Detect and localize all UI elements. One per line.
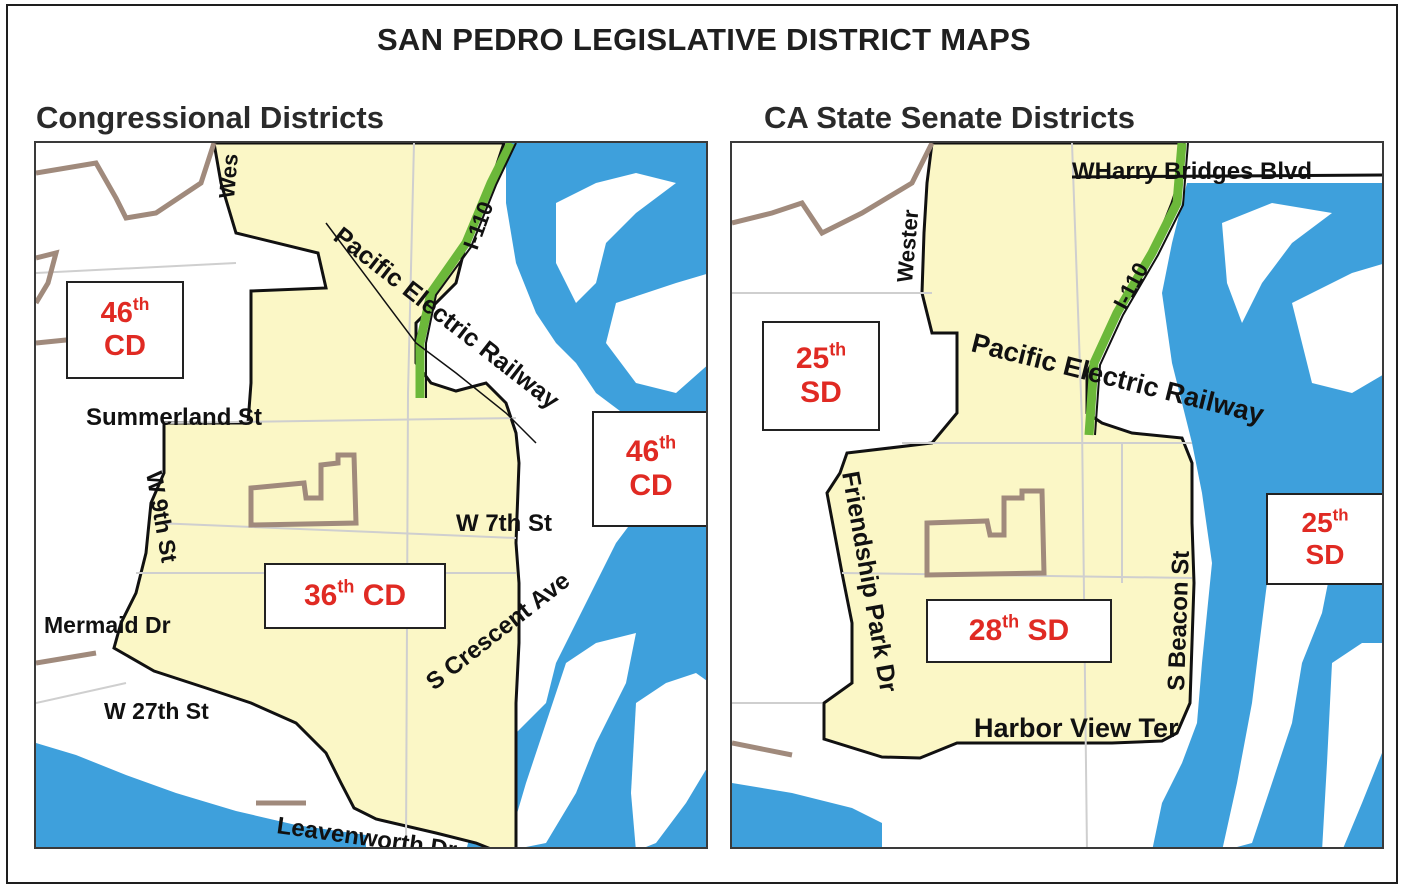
street-harbor-view: Harbor View Ter [974,713,1179,743]
street-w27th: W 27th St [104,698,209,724]
label-number: 28 [968,613,1003,647]
street-western: Wes [214,153,243,200]
pier-land [1222,533,1332,847]
i110-freeway [415,143,516,398]
label-number: 25 [795,341,830,375]
label-unit: SD [800,376,842,409]
label-suffix: th [659,431,677,452]
label-unit: CD [104,330,146,362]
street-mermaid: Mermaid Dr [44,612,171,638]
ocean-water [732,783,882,847]
harry-bridges-line [1071,173,1382,179]
label-unit: CD [629,469,673,502]
label-unit: SD [1027,613,1070,647]
label-number: 36 [303,578,338,612]
pier-land [556,173,676,303]
district-label-25-left: 25th SD [762,321,880,431]
district-label-46-left: 46th CD [66,281,184,379]
park-outline [248,452,359,528]
label-suffix: th [1002,611,1020,632]
pier-land [606,274,706,393]
label-number: 25 [1301,506,1333,538]
ocean-water [36,743,366,847]
street-harry-bridges: WHarry Bridges Blvd [1072,158,1312,185]
senate-panel-title: CA State Senate Districts [764,100,1135,135]
label-suffix: th [829,338,847,359]
pier-land [1222,203,1332,323]
label-unit: SD [1305,539,1345,570]
pier-land [1322,643,1382,847]
label-suffix: th [337,576,355,597]
pier-land [1292,264,1382,393]
minor-roads [36,143,517,847]
label-suffix: th [1332,505,1349,525]
district-label-46-right: 46th CD [592,411,706,527]
street-w7th: W 7th St [456,510,552,537]
label-suffix: th [132,293,150,314]
outer-boundaries [732,143,935,758]
district-label-28: 28th SD [926,599,1112,663]
pier-land [507,633,636,847]
congressional-map[interactable]: Wes I-110 Pacific Electric Railway Summe… [34,141,708,849]
freeway-edge [1094,143,1189,436]
page-title: SAN PEDRO LEGISLATIVE DISTRICT MAPS [376,22,1032,57]
railway-line [325,222,537,444]
pier-land [631,673,706,847]
senate-map[interactable]: WHarry Bridges Blvd Wester I-110 Pacific… [730,141,1384,849]
label-number: 46 [625,434,660,468]
label-number: 46 [100,296,133,329]
district-label-36: 36th CD [264,563,446,629]
i110-freeway [1084,143,1187,436]
label-unit: CD [362,578,407,612]
district-label-25-right: 25th SD [1266,493,1382,585]
street-summerland: Summerland St [86,404,262,431]
park-outline [924,488,1047,578]
freeway-edge [425,143,517,398]
congressional-panel-title: Congressional Districts [36,100,384,135]
street-beacon: S Beacon St [1163,550,1195,691]
